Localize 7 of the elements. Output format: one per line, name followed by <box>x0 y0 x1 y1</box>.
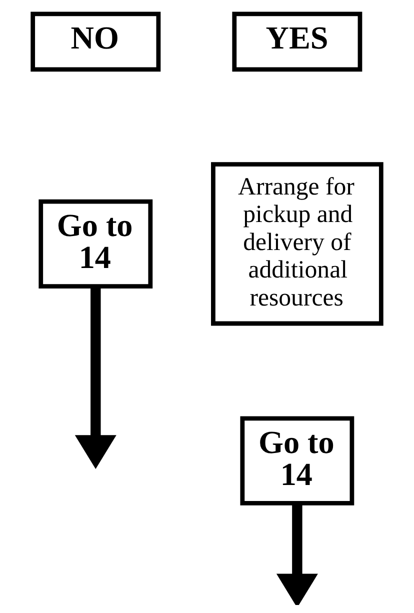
node-box: Arrange for pickup and delivery of additional resources <box>211 162 384 326</box>
arrow <box>276 503 318 605</box>
node-box: Go to 14 <box>38 199 153 288</box>
node-box: YES <box>232 12 362 72</box>
arrow <box>74 286 116 470</box>
node-box: NO <box>30 12 161 72</box>
node-box: Go to 14 <box>240 416 354 506</box>
